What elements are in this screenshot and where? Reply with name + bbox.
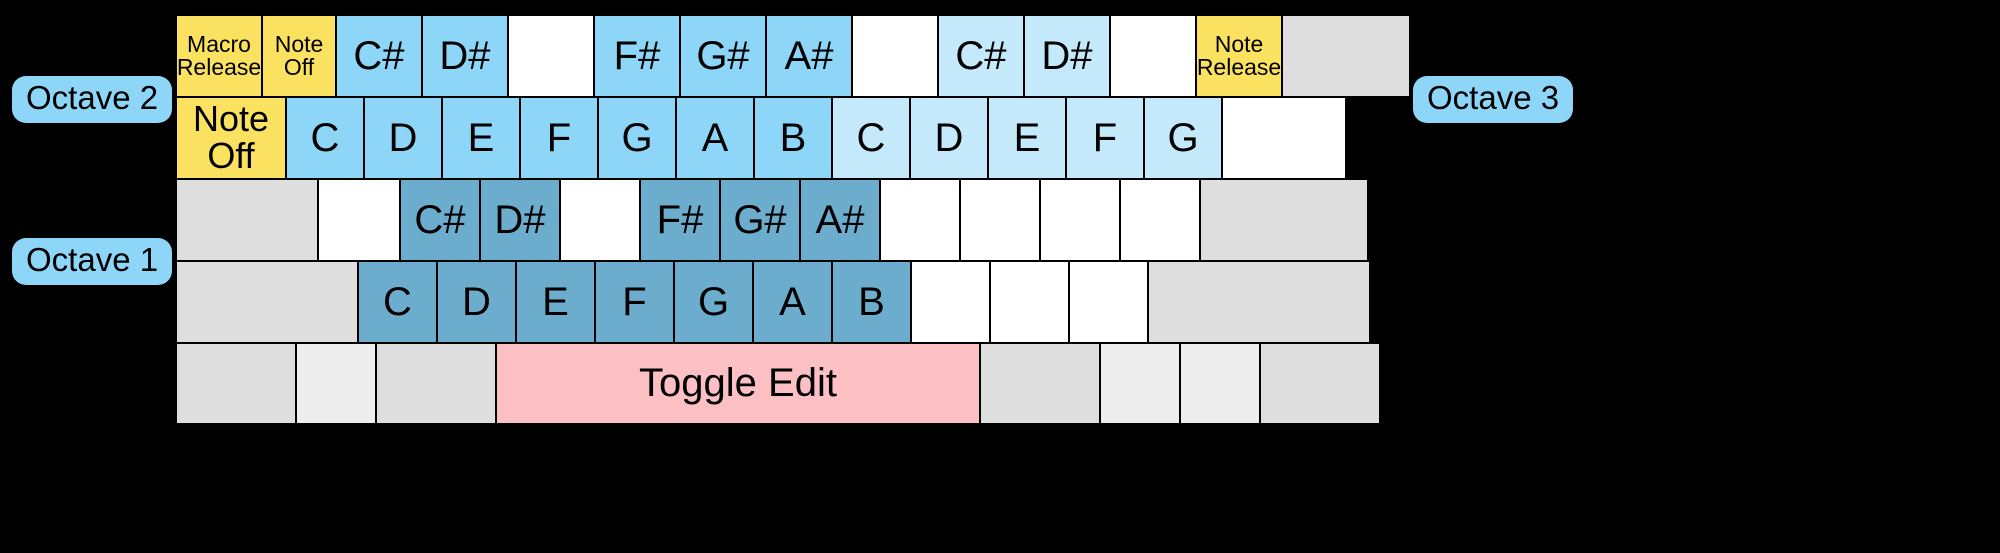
octave-2-label: Octave 2 (12, 76, 173, 124)
key-bottom-letter-row-6-a[interactable]: A (752, 260, 833, 344)
key-home-row-3-dsharp[interactable]: D# (479, 178, 561, 262)
key-home-row-1-blank (317, 178, 401, 262)
key-top-letter-row-3-e[interactable]: E (441, 96, 521, 180)
octave-3-label: Octave 3 (1413, 76, 1574, 124)
key-home-row-4-blank (559, 178, 641, 262)
key-bottom-letter-row-3-e[interactable]: E (515, 260, 596, 344)
key-number-row-12-note-release[interactable]: Note Release (1195, 14, 1283, 98)
key-top-letter-row-0-note-off[interactable]: Note Off (175, 96, 287, 180)
key-number-row-8-blank (851, 14, 939, 98)
key-space-row-2-blank (375, 342, 497, 425)
key-bottom-letter-row-7-b[interactable]: B (831, 260, 912, 344)
key-top-letter-row-2-d[interactable]: D (363, 96, 443, 180)
keyboard-row-space-row: Toggle Edit (175, 342, 1389, 425)
key-space-row-7-blank (1259, 342, 1381, 425)
key-number-row-1-note-off[interactable]: Note Off (261, 14, 337, 98)
key-top-letter-row-13-blank (1221, 96, 1347, 180)
key-top-letter-row-8-c[interactable]: C (831, 96, 911, 180)
key-top-letter-row-6-a[interactable]: A (675, 96, 755, 180)
key-space-row-6-blank (1179, 342, 1261, 425)
key-home-row-2-csharp[interactable]: C# (399, 178, 481, 262)
key-home-row-9-blank (959, 178, 1041, 262)
key-number-row-9-csharp[interactable]: C# (937, 14, 1025, 98)
key-top-letter-row-11-f[interactable]: F (1065, 96, 1145, 180)
key-bottom-letter-row-11-blank (1147, 260, 1371, 344)
key-bottom-letter-row-8-blank (910, 260, 991, 344)
key-number-row-6-gsharp[interactable]: G# (679, 14, 767, 98)
key-number-row-5-fsharp[interactable]: F# (593, 14, 681, 98)
key-number-row-4-blank (507, 14, 595, 98)
key-space-row-1-blank (295, 342, 377, 425)
key-home-row-5-fsharp[interactable]: F# (639, 178, 721, 262)
key-top-letter-row-10-e[interactable]: E (987, 96, 1067, 180)
key-top-letter-row-4-f[interactable]: F (519, 96, 599, 180)
key-number-row-0-macro-release[interactable]: Macro Release (175, 14, 263, 98)
key-bottom-letter-row-5-g[interactable]: G (673, 260, 754, 344)
key-bottom-letter-row-9-blank (989, 260, 1070, 344)
key-bottom-letter-row-4-f[interactable]: F (594, 260, 675, 344)
key-bottom-letter-row-0-blank (175, 260, 359, 344)
key-home-row-11-blank (1119, 178, 1201, 262)
keyboard-row-home-row: C#D# F#G#A# (175, 178, 1389, 262)
key-home-row-7-asharp[interactable]: A# (799, 178, 881, 262)
key-bottom-letter-row-2-d[interactable]: D (436, 260, 517, 344)
key-number-row-13-blank (1281, 14, 1411, 98)
key-bottom-letter-row-10-blank (1068, 260, 1149, 344)
key-home-row-10-blank (1039, 178, 1121, 262)
key-top-letter-row-9-d[interactable]: D (909, 96, 989, 180)
key-number-row-7-asharp[interactable]: A# (765, 14, 853, 98)
key-home-row-12-blank (1199, 178, 1369, 262)
key-space-row-0-blank (175, 342, 297, 425)
key-top-letter-row-12-g[interactable]: G (1143, 96, 1223, 180)
key-number-row-2-csharp[interactable]: C# (335, 14, 423, 98)
octave-1-label: Octave 1 (12, 238, 173, 286)
key-top-letter-row-5-g[interactable]: G (597, 96, 677, 180)
key-bottom-letter-row-1-c[interactable]: C (357, 260, 438, 344)
key-number-row-3-dsharp[interactable]: D# (421, 14, 509, 98)
key-space-row-4-blank (979, 342, 1101, 425)
key-number-row-11-blank (1109, 14, 1197, 98)
key-home-row-6-gsharp[interactable]: G# (719, 178, 801, 262)
key-space-row-3-toggle-edit[interactable]: Toggle Edit (495, 342, 981, 425)
key-home-row-8-blank (879, 178, 961, 262)
key-home-row-0-blank (175, 178, 319, 262)
key-top-letter-row-1-c[interactable]: C (285, 96, 365, 180)
key-space-row-5-blank (1099, 342, 1181, 425)
key-top-letter-row-7-b[interactable]: B (753, 96, 833, 180)
key-number-row-10-dsharp[interactable]: D# (1023, 14, 1111, 98)
